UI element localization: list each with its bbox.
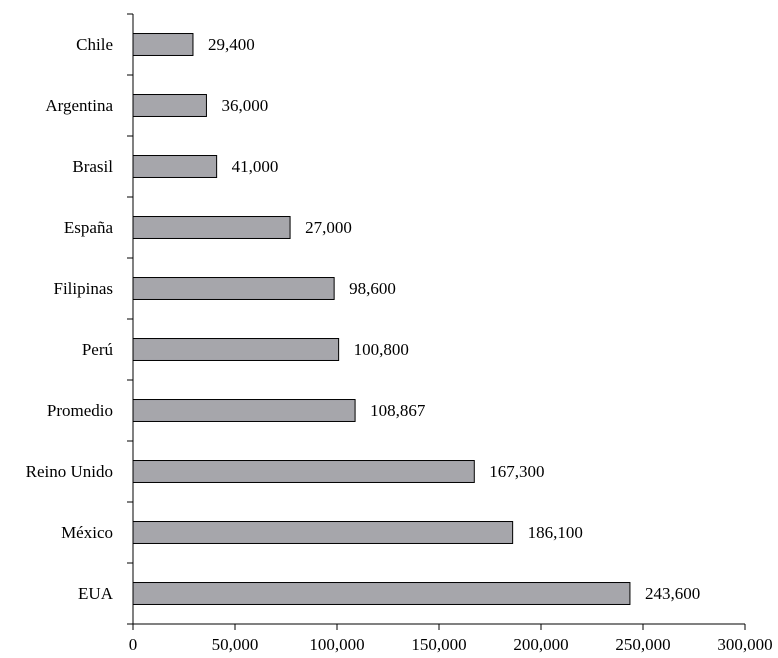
data-label-7: 167,300	[489, 462, 544, 481]
x-tick-label-0: 0	[129, 635, 138, 654]
data-label-1: 36,000	[221, 96, 268, 115]
x-tick-label-6: 300,000	[717, 635, 772, 654]
bar-8	[132, 521, 514, 544]
x-tick-label-2: 100,000	[309, 635, 364, 654]
data-label-4: 98,600	[349, 279, 396, 298]
bar-2	[132, 155, 218, 178]
data-label-5: 100,800	[354, 340, 409, 359]
data-label-0: 29,400	[208, 35, 255, 54]
bar-1	[132, 94, 207, 117]
category-label-9: EUA	[78, 584, 114, 603]
bar-6	[132, 399, 356, 422]
bar-0	[132, 33, 194, 56]
category-label-5: Perú	[82, 340, 114, 359]
bar-7	[132, 460, 475, 483]
data-label-8: 186,100	[528, 523, 583, 542]
bar-4	[132, 277, 335, 300]
bar-3	[132, 216, 291, 239]
category-label-4: Filipinas	[53, 279, 113, 298]
bars-group	[132, 33, 631, 605]
category-label-6: Promedio	[47, 401, 113, 420]
x-tick-label-5: 250,000	[615, 635, 670, 654]
data-label-3: 27,000	[305, 218, 352, 237]
category-label-1: Argentina	[45, 96, 113, 115]
x-tick-label-3: 150,000	[411, 635, 466, 654]
bar-9	[132, 582, 631, 605]
axes-group	[127, 13, 746, 630]
bar-5	[132, 338, 340, 361]
category-label-0: Chile	[76, 35, 113, 54]
x-tick-label-4: 200,000	[513, 635, 568, 654]
category-label-3: España	[64, 218, 114, 237]
data-label-9: 243,600	[645, 584, 700, 603]
data-label-6: 108,867	[370, 401, 426, 420]
category-label-7: Reino Unido	[26, 462, 113, 481]
x-tick-label-1: 50,000	[212, 635, 259, 654]
data-label-2: 41,000	[232, 157, 279, 176]
category-label-8: México	[61, 523, 113, 542]
category-label-2: Brasil	[72, 157, 113, 176]
